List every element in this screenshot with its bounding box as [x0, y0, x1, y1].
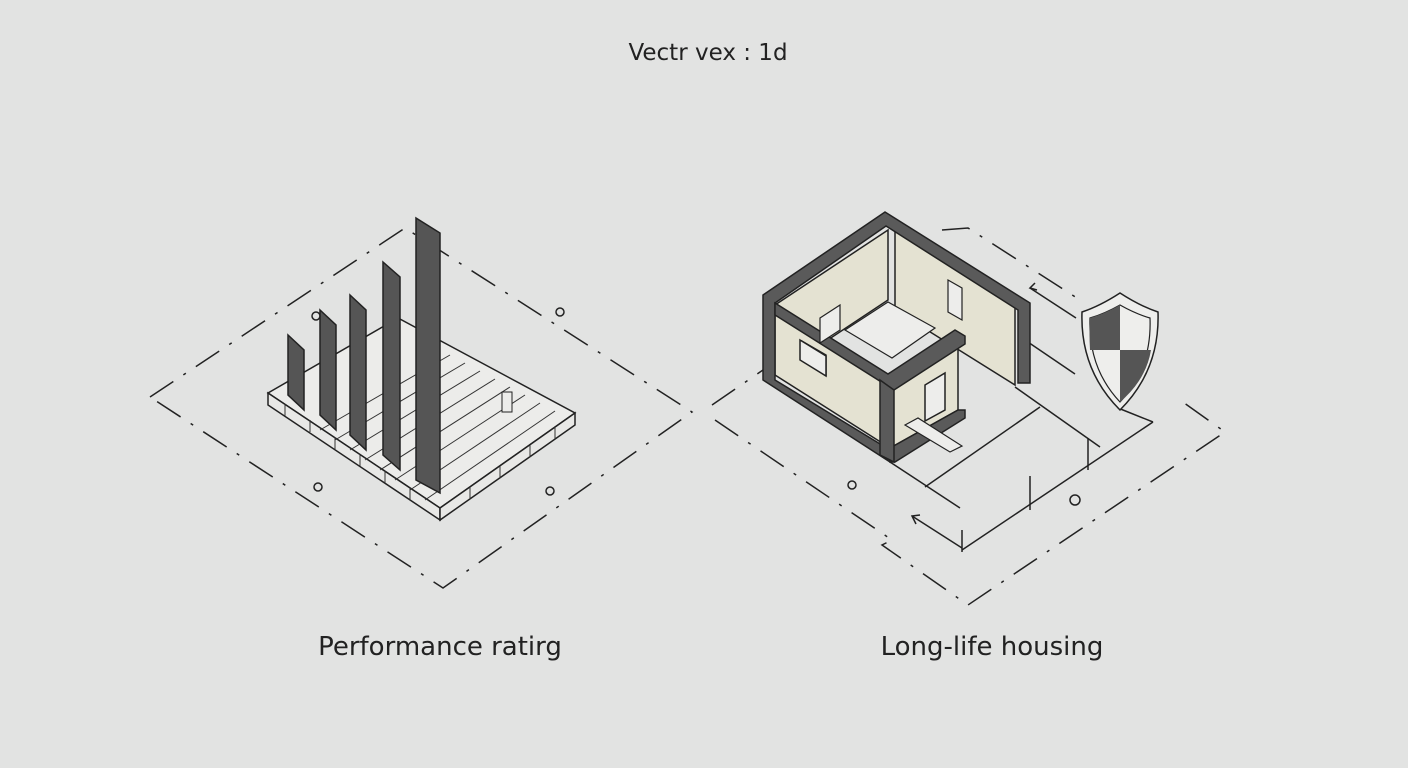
bar-4	[382, 260, 401, 472]
dimension-markers	[311, 307, 565, 496]
right-dimension-outline	[711, 369, 764, 406]
shield-icon	[1081, 292, 1159, 412]
bar-5	[415, 216, 441, 495]
bar-2	[319, 308, 337, 432]
bar-3	[349, 293, 367, 452]
house	[762, 211, 1031, 464]
bar-1	[287, 333, 305, 412]
left-dimension-outline	[148, 227, 694, 589]
long-life-housing-label: Long-life housing	[880, 632, 1104, 662]
dimension-lines	[847, 282, 1154, 552]
long-life-housing-illustration	[711, 211, 1227, 606]
diagram-title: Vectr vex : 1d	[628, 40, 788, 66]
performance-rating-illustration	[148, 216, 694, 589]
performance-rating-label: Performance ratirg	[318, 632, 562, 662]
bar-chart	[287, 216, 441, 495]
